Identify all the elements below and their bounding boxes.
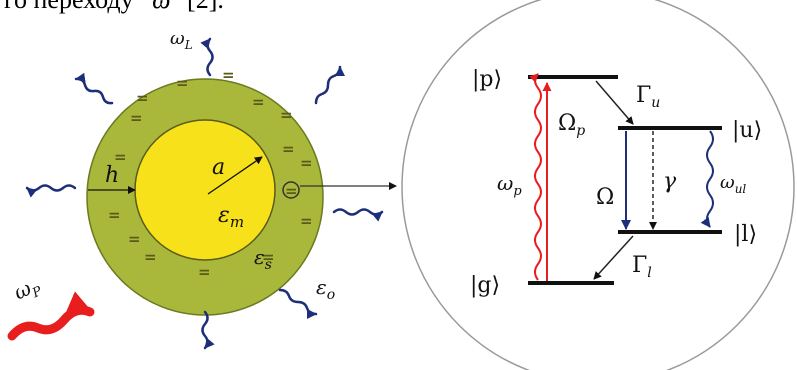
photon-arrow-left <box>25 184 77 198</box>
emission-transition-wave <box>700 130 714 228</box>
energy-level-diagram: |p⟩ |u⟩ |l⟩ |g⟩ ωp Ωp Γu Ω γ ωul <box>401 0 795 370</box>
pump-transition-wave <box>529 73 542 281</box>
relaxation-l-arrow <box>593 235 634 280</box>
emitted-photons <box>25 37 384 350</box>
equal-sign: = <box>262 248 275 266</box>
core-permittivity-label: εm <box>218 203 244 231</box>
equal-sign: = <box>282 140 295 158</box>
metal-core <box>134 119 276 261</box>
emission-frequency-label: ωul <box>720 172 746 196</box>
equal-sign: = <box>114 148 127 166</box>
radius-arrow <box>207 156 263 195</box>
core-radius-label: a <box>212 155 225 180</box>
decay-label: γ <box>663 169 677 194</box>
pump-frequency-level-label: ωp <box>497 171 522 199</box>
equal-sign: = <box>222 66 235 84</box>
photon-arrow-right <box>332 208 384 222</box>
shell-permittivity-label: εs <box>254 245 272 273</box>
equal-sign: = <box>252 93 265 111</box>
pump-rabi-label: Ωp <box>558 111 585 139</box>
photon-arrow-top-left <box>74 72 114 105</box>
relaxation-u-arrow <box>595 80 634 125</box>
equal-sign: = <box>108 206 121 224</box>
equal-sign: = <box>128 230 141 248</box>
caption-ref: [2]. <box>187 0 224 14</box>
pump-frequency-label: ωP <box>10 272 45 308</box>
equal-sign: = <box>130 109 143 127</box>
caption-text: го переходу ω [2]. <box>4 0 224 14</box>
shell-equal-signs: = = = = = = = = = = = = = = = <box>108 66 313 281</box>
equal-sign: = <box>300 154 313 172</box>
photon-arrow-bottom-right <box>278 288 318 319</box>
equal-sign: = <box>136 89 149 107</box>
laser-frequency-label: ωL <box>170 28 193 52</box>
equal-sign: = <box>144 248 157 266</box>
rabi-label: Ω <box>596 185 614 210</box>
medium-permittivity-label: εo <box>316 275 335 303</box>
level-u-label: |u⟩ <box>732 118 762 143</box>
equal-sign: = <box>176 74 189 92</box>
level-p-label: |p⟩ <box>472 67 502 92</box>
pump-arrow <box>7 291 95 341</box>
relaxation-l-label: Γl <box>632 253 652 281</box>
equal-sign: = <box>198 263 211 281</box>
photon-arrow-top <box>200 37 214 77</box>
nanoparticle: = = = = = = = = = = = = = = = = a h εm <box>86 66 335 316</box>
level-l-label: |l⟩ <box>734 222 757 247</box>
relaxation-u-label: Γu <box>636 83 660 111</box>
caption-symbol: ω <box>152 0 170 14</box>
shell-thickness-label: h <box>105 163 119 188</box>
photon-arrow-top-right <box>314 65 345 105</box>
equal-sign: = <box>280 106 293 124</box>
photon-arrow-bottom <box>201 310 215 350</box>
gain-molecule-marker <box>282 181 300 199</box>
level-g-label: |g⟩ <box>470 273 500 298</box>
gain-molecule-equal: = <box>285 182 298 200</box>
zoom-circle <box>401 0 795 370</box>
equal-sign: = <box>300 212 313 230</box>
caption-fragment: го переходу <box>4 0 134 14</box>
